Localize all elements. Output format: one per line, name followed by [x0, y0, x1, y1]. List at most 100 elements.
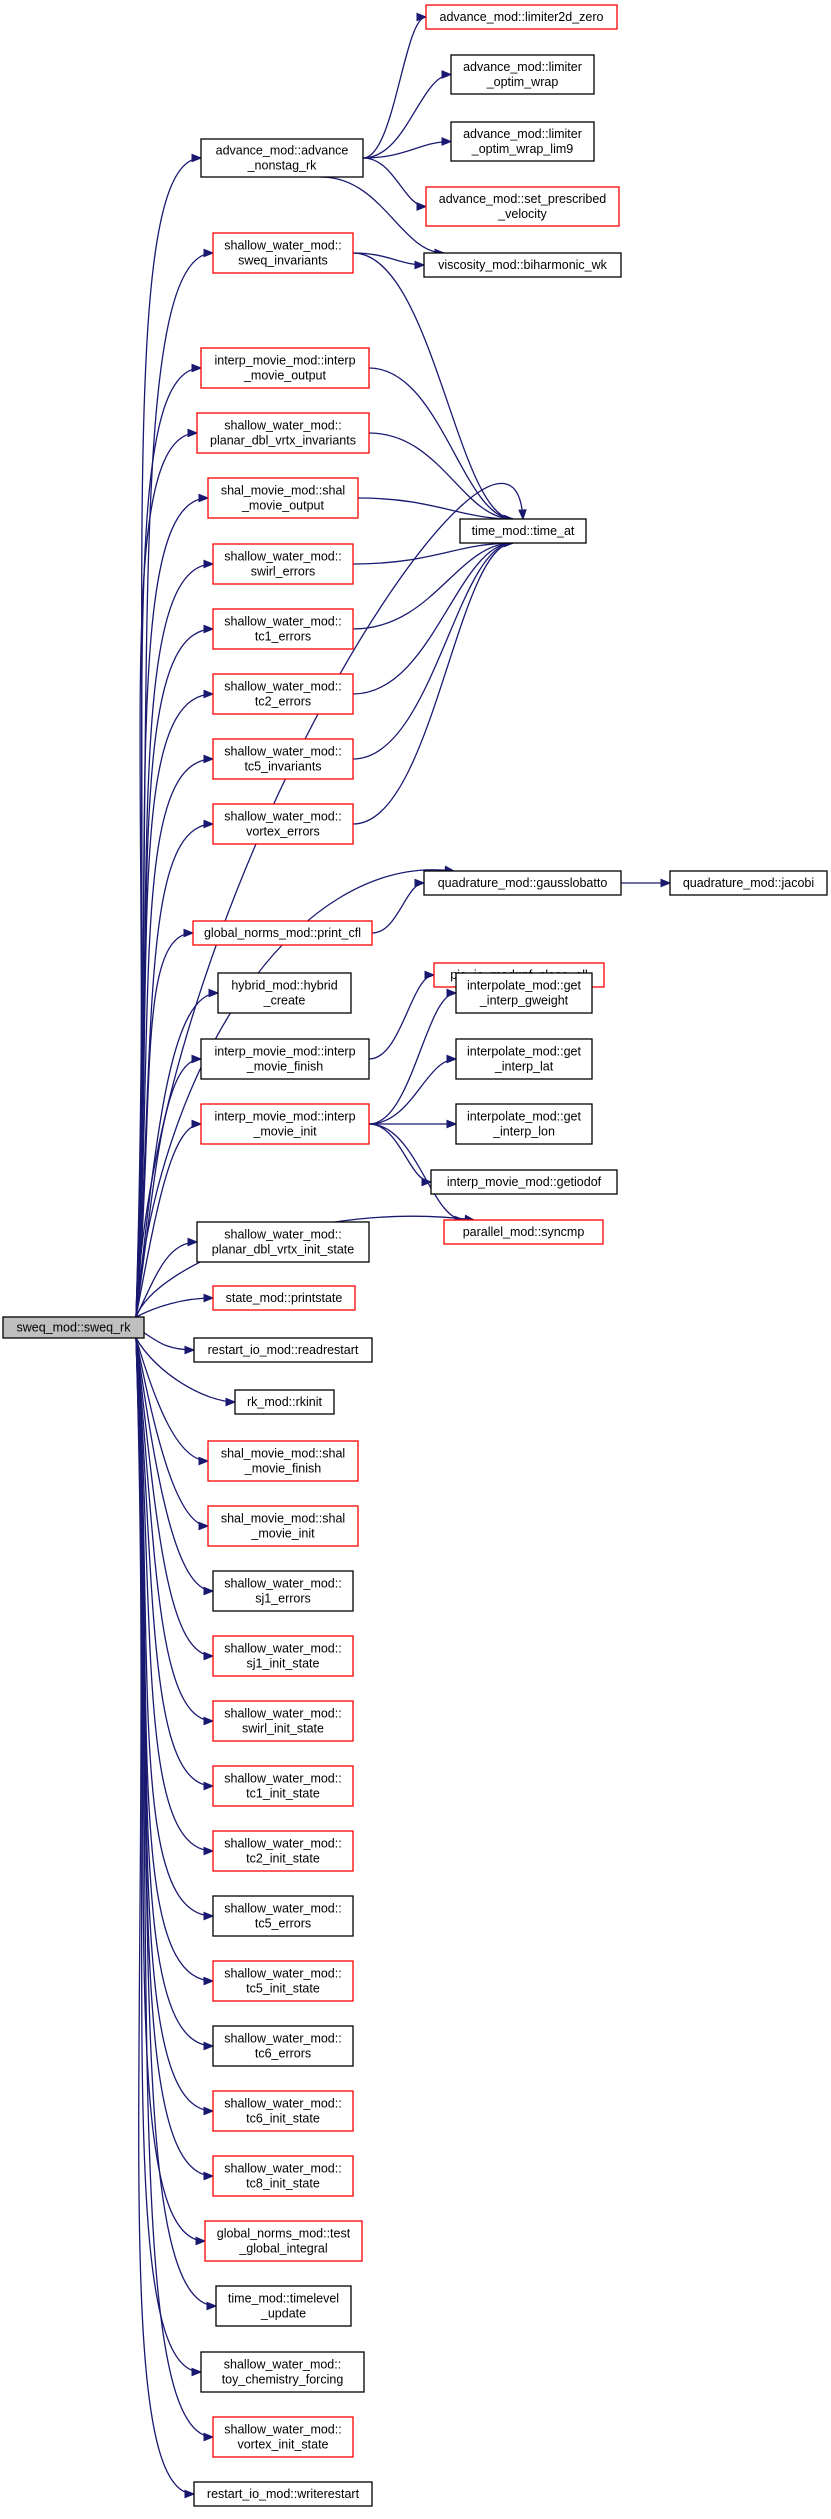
graph-node[interactable]: shallow_water_mod::planar_dbl_vrtx_init_… [196, 1221, 370, 1263]
graph-node[interactable]: shal_movie_mod::shal_movie_finish [207, 1440, 359, 1482]
node-box [207, 1440, 359, 1482]
graph-node[interactable]: interpolate_mod::get_interp_lon [455, 1103, 593, 1145]
node-label: planar_dbl_vrtx_init_state [212, 1243, 354, 1257]
edge-arrowhead [187, 428, 199, 438]
graph-node[interactable]: parallel_mod::syncmp [443, 1219, 604, 1245]
node-box [212, 608, 354, 650]
graph-node[interactable]: time_mod::time_at [459, 518, 587, 544]
edge-arrowhead [203, 559, 215, 569]
call-edge [135, 1337, 209, 1462]
node-label: shallow_water_mod:: [224, 2423, 341, 2437]
graph-node[interactable]: global_norms_mod::print_cfl [192, 920, 373, 946]
call-edge [320, 176, 445, 254]
graph-node[interactable]: advance_mod::limiter_optim_wrap [450, 54, 595, 95]
graph-node[interactable]: shallow_water_mod::toy_chemistry_forcing [200, 2351, 365, 2393]
call-edge [368, 367, 514, 520]
graph-node[interactable]: shal_movie_mod::shal_movie_init [207, 1505, 359, 1547]
edge-arrowhead [191, 153, 203, 163]
node-box [459, 518, 587, 544]
node-label: planar_dbl_vrtx_invariants [210, 434, 356, 448]
graph-node[interactable]: restart_io_mod::readrestart [193, 1337, 373, 1363]
node-box [200, 1103, 370, 1145]
node-label: _update [260, 2307, 306, 2321]
node-box [212, 673, 354, 715]
graph-node[interactable]: quadrature_mod::jacobi [669, 870, 828, 896]
graph-node[interactable]: advance_mod::advance_nonstag_rk [200, 138, 364, 178]
node-layer: sweq_mod::sweq_rk advance_mod::advance_no… [2, 4, 828, 2507]
node-box [212, 1285, 356, 1311]
graph-node[interactable]: time_mod::timelevel_update [215, 2285, 352, 2327]
graph-node[interactable]: interp_movie_mod::interp_movie_init [200, 1103, 370, 1145]
graph-node[interactable]: shallow_water_mod::tc6_errors [212, 2025, 354, 2067]
node-label: rk_mod::rkinit [247, 1395, 323, 1409]
node-box [212, 543, 354, 585]
graph-node[interactable]: shallow_water_mod::tc8_init_state [212, 2155, 354, 2197]
edge-arrowhead [203, 2041, 215, 2051]
call-edge [135, 758, 214, 1318]
node-box [212, 1700, 354, 1742]
graph-node[interactable]: shallow_water_mod::swirl_init_state [212, 1700, 354, 1742]
node-label: interpolate_mod::get [467, 1045, 581, 1059]
node-label: global_norms_mod::print_cfl [204, 926, 361, 940]
call-edge [135, 823, 214, 1318]
graph-node[interactable]: rk_mod::rkinit [234, 1389, 335, 1415]
call-edge [135, 1337, 214, 1917]
graph-node[interactable]: sweq_mod::sweq_rk [2, 1316, 145, 1339]
graph-node[interactable]: interpolate_mod::get_interp_lat [455, 1038, 593, 1080]
graph-node[interactable]: interpolate_mod::get_interp_gweight [455, 972, 593, 1014]
node-label: _movie_output [243, 369, 327, 383]
graph-node[interactable]: shallow_water_mod::tc5_errors [212, 1895, 354, 1937]
graph-node[interactable]: shallow_water_mod::vortex_errors [212, 803, 354, 845]
call-edge [371, 882, 425, 934]
edge-arrowhead [203, 819, 215, 829]
graph-node[interactable]: shallow_water_mod::sweq_invariants [212, 232, 354, 274]
graph-node[interactable]: interp_movie_mod::interp_movie_finish [200, 1038, 370, 1080]
node-label: shal_movie_mod::shal [221, 484, 345, 498]
graph-node[interactable]: shallow_water_mod::sj1_init_state [212, 1635, 354, 1677]
graph-node[interactable]: shallow_water_mod::tc1_init_state [212, 1765, 354, 1807]
graph-node[interactable]: quadrature_mod::gausslobatto [423, 870, 622, 896]
graph-node[interactable]: shallow_water_mod::tc1_errors [212, 608, 354, 650]
node-label: shallow_water_mod:: [224, 1772, 341, 1786]
node-label: hybrid_mod::hybrid [231, 979, 337, 993]
graph-node[interactable]: shallow_water_mod::tc5_invariants [212, 738, 354, 780]
node-label: shallow_water_mod:: [224, 1707, 341, 1721]
graph-node[interactable]: shallow_water_mod::tc2_errors [212, 673, 354, 715]
edge-arrowhead [191, 363, 203, 373]
graph-node[interactable]: hybrid_mod::hybrid_create [217, 972, 352, 1014]
node-label: _interp_lat [494, 1060, 554, 1074]
graph-node[interactable]: shallow_water_mod::sj1_errors [212, 1570, 354, 1612]
node-label: advance_mod::limiter [463, 127, 582, 141]
node-box [212, 1635, 354, 1677]
edge-arrowhead [187, 1237, 199, 1247]
graph-node[interactable]: shal_movie_mod::shal_movie_output [207, 477, 359, 519]
node-label: quadrature_mod::gausslobatto [438, 876, 608, 890]
graph-node[interactable]: state_mod::printstate [212, 1285, 356, 1311]
graph-node[interactable]: shallow_water_mod::tc5_init_state [212, 1960, 354, 2002]
node-box [193, 2481, 373, 2507]
graph-node[interactable]: viscosity_mod::biharmonic_wk [423, 252, 622, 278]
edge-arrowhead [198, 1521, 210, 1531]
node-box [212, 1830, 354, 1872]
graph-node[interactable]: advance_mod::limiter_optim_wrap_lim9 [450, 121, 595, 162]
graph-node[interactable]: shallow_water_mod::tc2_init_state [212, 1830, 354, 1872]
graph-node[interactable]: shallow_water_mod::vortex_init_state [212, 2416, 354, 2458]
graph-node[interactable]: advance_mod::limiter2d_zero [425, 4, 618, 30]
graph-node[interactable]: interp_movie_mod::interp_movie_output [200, 347, 370, 389]
edge-arrowhead [198, 1456, 210, 1466]
node-label: sweq_invariants [238, 254, 328, 268]
node-label: _movie_finish [246, 1060, 323, 1074]
graph-node[interactable]: restart_io_mod::writerestart [193, 2481, 373, 2507]
graph-node[interactable]: shallow_water_mod::planar_dbl_vrtx_invar… [196, 412, 370, 454]
call-edge [368, 992, 457, 1125]
graph-node[interactable]: interp_movie_mod::getiodof [430, 1169, 618, 1195]
call-edge [368, 1123, 465, 1221]
graph-node[interactable]: global_norms_mod::test_global_integral [204, 2220, 363, 2262]
node-label: _movie_output [241, 499, 325, 513]
graph-node[interactable]: advance_mod::set_prescribed_velocity [425, 186, 620, 227]
graph-node[interactable]: shallow_water_mod::swirl_errors [212, 543, 354, 585]
node-box [200, 2351, 365, 2393]
graph-node[interactable]: shallow_water_mod::tc6_init_state [212, 2090, 354, 2132]
node-box [196, 412, 370, 454]
